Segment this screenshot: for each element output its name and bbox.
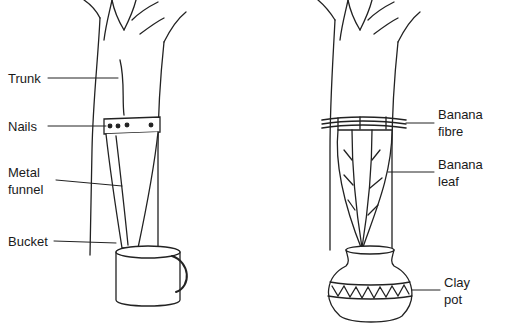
part-label: Banana leaf (438, 156, 494, 190)
funnel-band (104, 117, 160, 134)
part-label: Banana fibre (438, 106, 494, 140)
part-label: Trunk (8, 70, 48, 87)
part-label: Bucket (8, 233, 54, 250)
part-label: Metal funnel (8, 164, 54, 198)
bucket (116, 246, 187, 306)
right-tree (318, 0, 420, 250)
part-label: Nails (8, 118, 48, 135)
left-tree (84, 0, 186, 255)
part-label: Clay pot (444, 274, 480, 308)
leader-lines (48, 78, 440, 290)
banana-fibre (322, 117, 406, 130)
banana-leaf (337, 130, 392, 250)
metal-funnel (106, 132, 158, 248)
clay-pot (328, 246, 412, 322)
